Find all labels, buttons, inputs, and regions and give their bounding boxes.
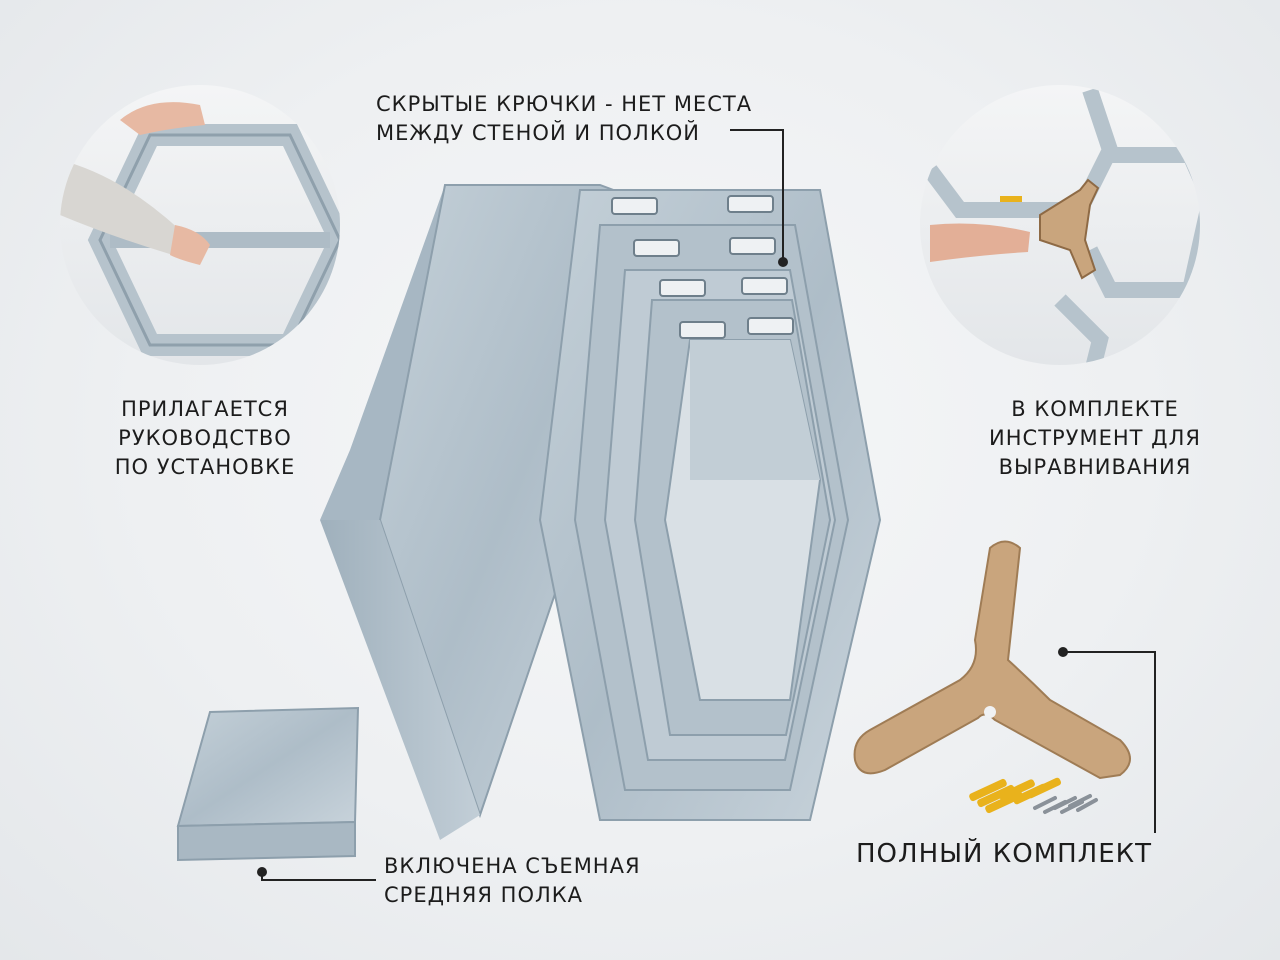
full-kit-caption: ПОЛНЫЙ КОМПЛЕКТ	[856, 838, 1152, 870]
hand-bottom	[170, 225, 210, 265]
hand-top	[120, 102, 205, 135]
screws-and-plugs	[969, 777, 1098, 814]
hexagon-shelves	[320, 184, 882, 840]
installation-inset	[60, 85, 340, 365]
hidden-hooks-caption: СКРЫТЫЕ КРЮЧКИ - НЕТ МЕСТА МЕЖДУ СТЕНОЙ …	[376, 90, 752, 148]
hidden-hooks	[611, 195, 794, 339]
caption-line: ПО УСТАНОВКЕ	[114, 455, 296, 479]
sleeve	[60, 160, 190, 260]
caption-line: СРЕДНЯЯ ПОЛКА	[384, 883, 584, 907]
hand	[930, 223, 1030, 262]
level-tool-inset	[920, 85, 1200, 365]
caption-line: РУКОВОДСТВО	[118, 426, 292, 450]
caption-line: МЕЖДУ СТЕНОЙ И ПОЛКОЙ	[376, 121, 700, 145]
caption-line: В КОМПЛЕКТЕ	[1011, 397, 1179, 421]
removable-shelf-caption: ВКЛЮЧЕНА СЪЕМНАЯ СРЕДНЯЯ ПОЛКА	[384, 852, 641, 910]
caption-line: ВЫРАВНИВАНИЯ	[998, 455, 1192, 479]
caption-line: ПРИЛАГАЕТСЯ	[121, 397, 289, 421]
caption-line: СКРЫТЫЕ КРЮЧКИ - НЕТ МЕСТА	[376, 92, 753, 116]
caption-line: ИНСТРУМЕНТ ДЛЯ	[989, 426, 1201, 450]
level-tool-large	[853, 540, 1131, 780]
manual-caption: ПРИЛАГАЕТСЯ РУКОВОДСТВО ПО УСТАНОВКЕ	[100, 395, 310, 482]
caption-line: ПОЛНЫЙ КОМПЛЕКТ	[856, 839, 1152, 869]
caption-line: ВКЛЮЧЕНА СЪЕМНАЯ	[384, 854, 641, 878]
level-tool-caption: В КОМПЛЕКТЕ ИНСТРУМЕНТ ДЛЯ ВЫРАВНИВАНИЯ	[970, 395, 1220, 482]
callout-dots	[257, 257, 1068, 877]
level-tool	[1039, 178, 1100, 280]
removable-shelf	[176, 706, 360, 862]
